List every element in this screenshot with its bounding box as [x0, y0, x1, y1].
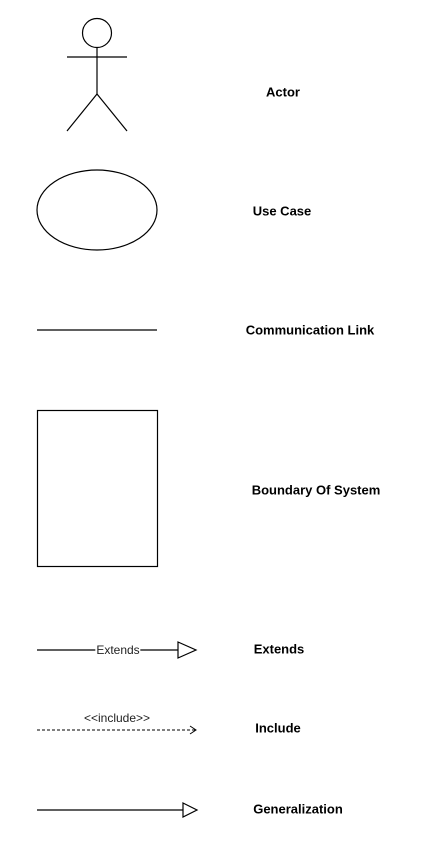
actor-figure[interactable]	[66, 17, 128, 132]
generalization-arrow[interactable]	[37, 802, 199, 818]
generalization-arrow-head	[182, 802, 199, 818]
actor-head	[81, 17, 113, 49]
include-arrow[interactable]	[37, 725, 197, 735]
include-arrow-head	[189, 725, 197, 735]
communication-link-label: Communication Link	[245, 322, 375, 338]
actor-right-leg	[96, 93, 128, 132]
actor-label: Actor	[266, 84, 300, 100]
extends-label: Extends	[253, 641, 305, 657]
include-edge-label: <<include>>	[83, 711, 151, 725]
extends-arrow-head	[177, 641, 198, 659]
use-case-label: Use Case	[252, 203, 312, 219]
generalization-label: Generalization	[253, 801, 343, 817]
actor-left-leg	[66, 93, 98, 132]
include-label: Include	[255, 720, 301, 736]
extends-edge-label: Extends	[95, 643, 141, 657]
system-boundary-rect[interactable]	[36, 409, 159, 568]
boundary-of-system-label: Boundary Of System	[251, 482, 381, 498]
use-case-ellipse[interactable]	[36, 169, 158, 251]
